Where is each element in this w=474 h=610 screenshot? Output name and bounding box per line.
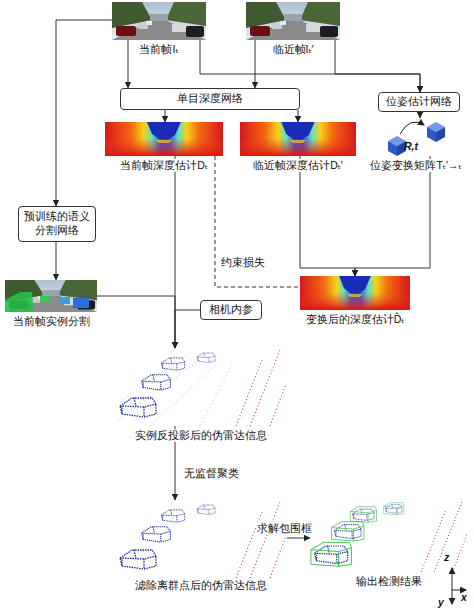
arrow-connector: [56, 242, 57, 280]
detection-result: [311, 542, 351, 566]
pseudo-lidar: [118, 350, 286, 426]
detection-result: [350, 507, 376, 523]
box-label: 位姿估计网络: [386, 95, 452, 109]
caption-text: 当前帧深度估计Dₜ: [119, 159, 209, 172]
caption-text: 输出检测结果: [355, 575, 423, 588]
image-panel: 滤除离群点后的伪雷达信息: [115, 500, 287, 576]
depth-map: [240, 122, 356, 156]
pose-cubes: [388, 136, 406, 156]
axes: [452, 568, 466, 604]
image-panel: 临近帧Iₜ′: [246, 2, 340, 40]
image-panel: 临近帧深度估计Dₜ′: [240, 122, 356, 156]
arrow-connector: [287, 538, 310, 539]
box-label: 相机内参: [209, 303, 253, 317]
detection-result: [311, 502, 467, 572]
box-label: 预训练的语义分割网络: [23, 210, 91, 238]
instance-segmentation: [60, 297, 70, 304]
axis-label: z: [444, 551, 449, 564]
edge-label: 约束损失: [220, 256, 266, 269]
detection-result: [384, 503, 404, 515]
caption-text: 当前帧Iₜ: [138, 43, 179, 56]
process-box: 单目深度网络: [120, 88, 300, 110]
depth-map: [105, 122, 223, 156]
instance-segmentation: [5, 280, 97, 312]
axes: [452, 590, 453, 604]
process-box: 预训练的语义分割网络: [18, 206, 96, 242]
pseudo-lidar: [118, 352, 232, 426]
caption-text: 实例反投影后的伪雷达信息: [134, 429, 268, 442]
caption-text: 当前帧实例分割: [12, 315, 91, 328]
dashed-connector: [215, 156, 300, 287]
arrow-connector: [56, 20, 112, 206]
arrow-connector: [97, 296, 175, 348]
image-panel: 当前帧Iₜ: [112, 2, 206, 40]
image-panel: 当前帧深度估计Dₜ: [105, 122, 223, 156]
detection-result: [315, 502, 468, 572]
image-panel: 实例反投影后的伪雷达信息: [115, 348, 287, 426]
instance-segmentation: [5, 292, 34, 312]
axis-label: x: [461, 591, 467, 604]
process-box: 位姿估计网络: [378, 92, 460, 112]
caption-text: 位姿变换矩阵Tₜ′→ₜ: [369, 159, 462, 172]
arrow-connector: [335, 40, 420, 92]
edge-label: 求解包围框: [256, 522, 313, 535]
arrow-connector: [200, 40, 420, 92]
arrow-connector: [175, 310, 200, 348]
process-box: 相机内参: [200, 300, 262, 320]
filtered-pseudo-lidar: [120, 502, 286, 578]
arrow-connector: [298, 110, 299, 122]
depth-map: [300, 276, 410, 310]
box-label: 单目深度网络: [177, 92, 243, 106]
image-panel: 变换后的深度估计D̂ₜ: [300, 276, 410, 310]
axes: [452, 568, 453, 590]
arrow-connector: [165, 110, 166, 122]
axes: [452, 590, 466, 591]
arrow-connector: [255, 40, 256, 88]
arrow-connector: [300, 156, 355, 276]
edge-label: 无监督聚类: [183, 467, 240, 480]
instance-segmentation: [5, 280, 97, 312]
pseudo-lidar: [120, 350, 286, 426]
pose-label: R,t: [404, 140, 418, 153]
pose-cubes: [388, 122, 445, 156]
pose-cubes: [400, 122, 424, 134]
image-panel: 当前帧实例分割: [5, 280, 97, 312]
caption-text: 临近帧深度估计Dₜ′: [252, 159, 344, 172]
detection-result: [332, 522, 364, 541]
filtered-pseudo-lidar: [120, 502, 286, 578]
street-photo: [112, 2, 206, 40]
caption-text: 临近帧Iₜ′: [272, 43, 315, 56]
caption-text: 变换后的深度估计D̂ₜ: [305, 313, 406, 326]
arrow-connector: [355, 156, 430, 276]
arrow-connector: [128, 40, 129, 88]
street-photo: [246, 2, 340, 40]
instance-segmentation: [73, 298, 89, 308]
instance-segmentation: [40, 296, 49, 302]
axis-label: y: [438, 596, 444, 609]
caption-text: 滤除离群点后的伪雷达信息: [134, 579, 268, 592]
arrow-connector: [420, 112, 421, 118]
pose-cubes: [427, 122, 445, 142]
